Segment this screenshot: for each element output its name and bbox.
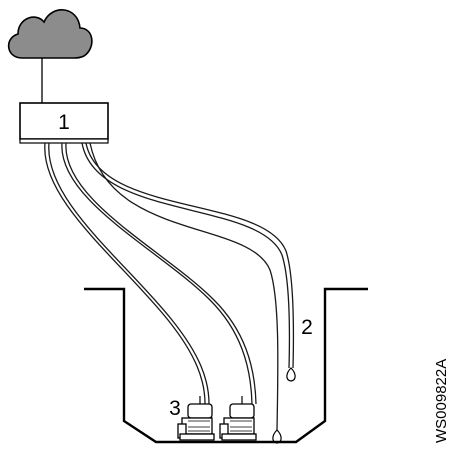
sensor-cable-2 (89, 142, 279, 431)
sensor-cable-1 (81, 142, 295, 369)
submersible-pump-icon (177, 396, 215, 441)
figure-reference: WS009822A (433, 359, 450, 443)
callout-2: 2 (301, 316, 313, 339)
pump-pit (84, 287, 368, 444)
callout-1: 1 (58, 111, 70, 134)
callout-3: 3 (169, 397, 181, 420)
cloud-icon (7, 9, 93, 59)
float-switch-icon (286, 367, 296, 382)
submersible-pump-icon (219, 396, 257, 441)
controller-box: 1 (19, 102, 109, 144)
pump-cable-2 (61, 142, 257, 405)
pump-cable-1 (44, 142, 210, 405)
